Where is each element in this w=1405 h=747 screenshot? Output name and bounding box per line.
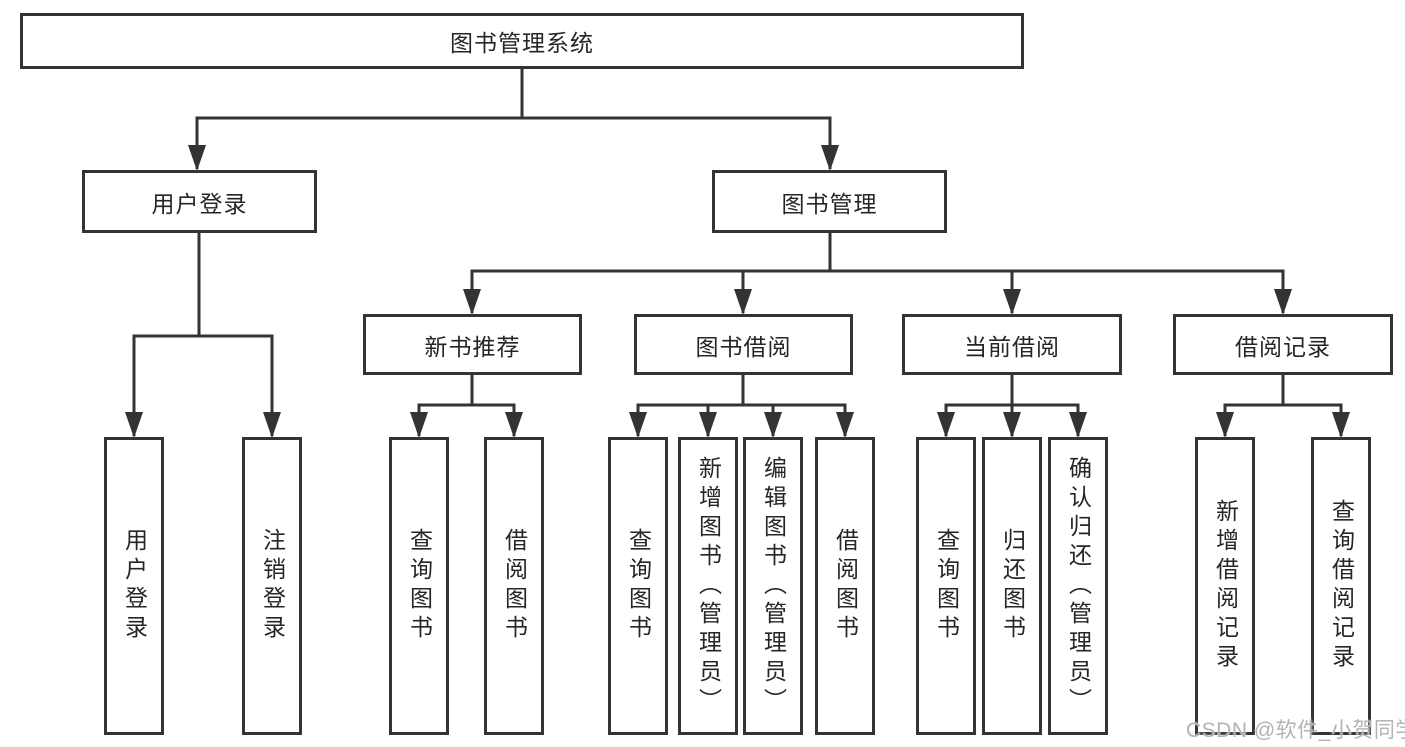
node-label: 借阅图书 <box>501 528 528 644</box>
node-label: 注销登录 <box>259 528 286 644</box>
tree-arrows <box>125 118 1350 438</box>
node-label: 图书借阅 <box>695 333 792 360</box>
leaf-query-books-recommend: 查询图书 <box>389 437 449 735</box>
node-borrowing-records: 借阅记录 <box>1173 314 1393 375</box>
node-label: 图书管理 <box>781 190 878 217</box>
csdn-watermark: CSDN @软件_小贺同学 <box>1186 719 1405 742</box>
node-label: 新书推荐 <box>424 333 521 360</box>
node-current-borrowing: 当前借阅 <box>902 314 1122 375</box>
leaf-add-books-admin: 新增图书（管理员） <box>678 437 738 735</box>
node-label: 借阅图书 <box>832 528 859 644</box>
leaf-return-books: 归还图书 <box>982 437 1042 735</box>
node-book-management: 图书管理 <box>712 170 947 233</box>
node-label: 查询图书 <box>933 528 960 644</box>
node-user-login: 用户登录 <box>82 170 317 233</box>
leaf-user-login: 用户登录 <box>104 437 164 735</box>
leaf-borrow-books-recommend: 借阅图书 <box>484 437 544 735</box>
node-book-borrowing: 图书借阅 <box>634 314 853 375</box>
node-label: 用户登录 <box>121 528 148 644</box>
node-label: 新增图书（管理员） <box>695 455 722 717</box>
node-label: 确认归还（管理员） <box>1065 455 1092 717</box>
node-label: 当前借阅 <box>964 333 1060 360</box>
node-label: 查询图书 <box>406 528 433 644</box>
node-label: 借阅记录 <box>1235 333 1331 360</box>
leaf-query-books-current: 查询图书 <box>916 437 976 735</box>
node-new-book-recommendation: 新书推荐 <box>363 314 582 375</box>
leaf-logout: 注销登录 <box>242 437 302 735</box>
leaf-borrow-books: 借阅图书 <box>815 437 875 735</box>
tree-rails <box>132 67 1343 407</box>
leaf-edit-books-admin: 编辑图书（管理员） <box>743 437 803 735</box>
node-label: 归还图书 <box>999 528 1026 644</box>
leaf-confirm-return-admin: 确认归还（管理员） <box>1048 437 1108 735</box>
node-library-management-system: 图书管理系统 <box>20 13 1024 69</box>
node-label: 编辑图书（管理员） <box>760 455 787 717</box>
node-label: 查询图书 <box>625 528 652 644</box>
leaf-query-borrow-record: 查询借阅记录 <box>1311 437 1371 735</box>
node-label: 新增借阅记录 <box>1212 499 1239 673</box>
node-label: 图书管理系统 <box>450 30 594 56</box>
node-label: 用户登录 <box>151 190 248 217</box>
node-label: 查询借阅记录 <box>1328 499 1355 673</box>
leaf-query-books-borrow: 查询图书 <box>608 437 668 735</box>
leaf-add-borrow-record: 新增借阅记录 <box>1195 437 1255 735</box>
